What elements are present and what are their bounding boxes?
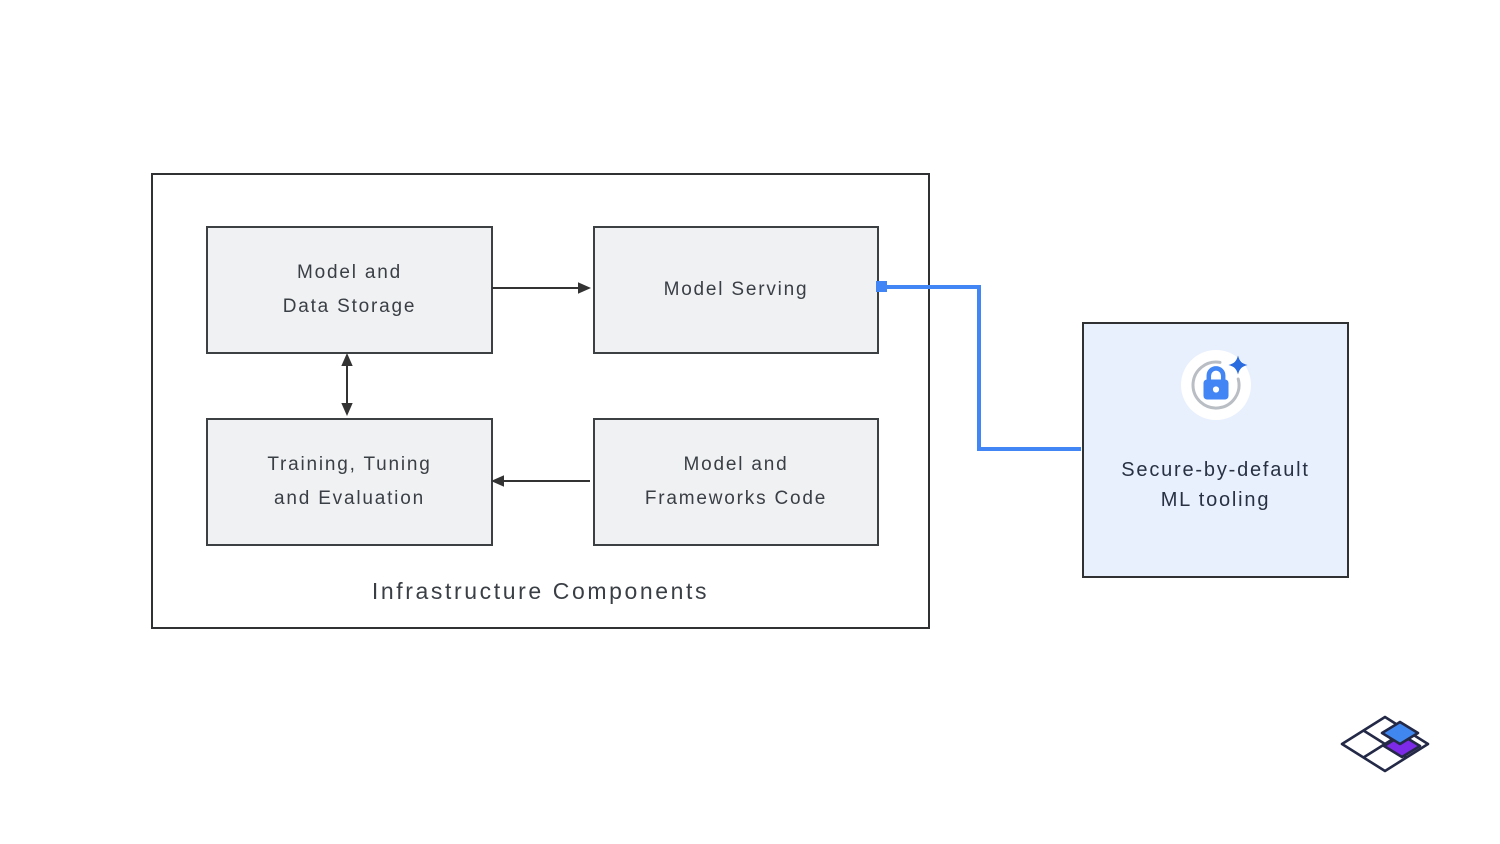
node-model-and-frameworks-code: Model and Frameworks Code (593, 418, 879, 546)
node-training-tuning-evaluation: Training, Tuning and Evaluation (206, 418, 493, 546)
infrastructure-components-group: Model and Data Storage Model Serving Tra… (151, 173, 930, 629)
sparkle-icon (1228, 355, 1247, 375)
secure-tooling-label-line: Secure-by-default (1121, 459, 1310, 481)
node-secure-by-default-ml-tooling: Secure-by-default ML tooling (1082, 322, 1349, 578)
lock-sparkle-icon (1180, 350, 1251, 420)
node-label-line: Data Storage (282, 296, 417, 317)
progress-arc (1191, 360, 1240, 410)
secure-tooling-label: Secure-by-default ML tooling (1121, 455, 1309, 515)
node-label-line: Training, Tuning (267, 454, 432, 475)
node-label-line: and Evaluation (274, 488, 425, 509)
isometric-layered-diamond-logo (1340, 715, 1430, 773)
logo-blue-layer (1380, 720, 1420, 746)
node-model-and-data-storage: Model and Data Storage (206, 226, 493, 354)
secure-tooling-label-line: ML tooling (1160, 489, 1271, 511)
infrastructure-components-title: Infrastructure Components (371, 578, 710, 604)
lock-icon (1203, 366, 1228, 400)
node-label-line: Model and (683, 454, 789, 475)
node-label-line: Model and (297, 262, 402, 283)
node-label-line: Model Serving (663, 279, 809, 300)
node-label-line: Frameworks Code (644, 488, 828, 509)
node-model-serving: Model Serving (593, 226, 879, 354)
